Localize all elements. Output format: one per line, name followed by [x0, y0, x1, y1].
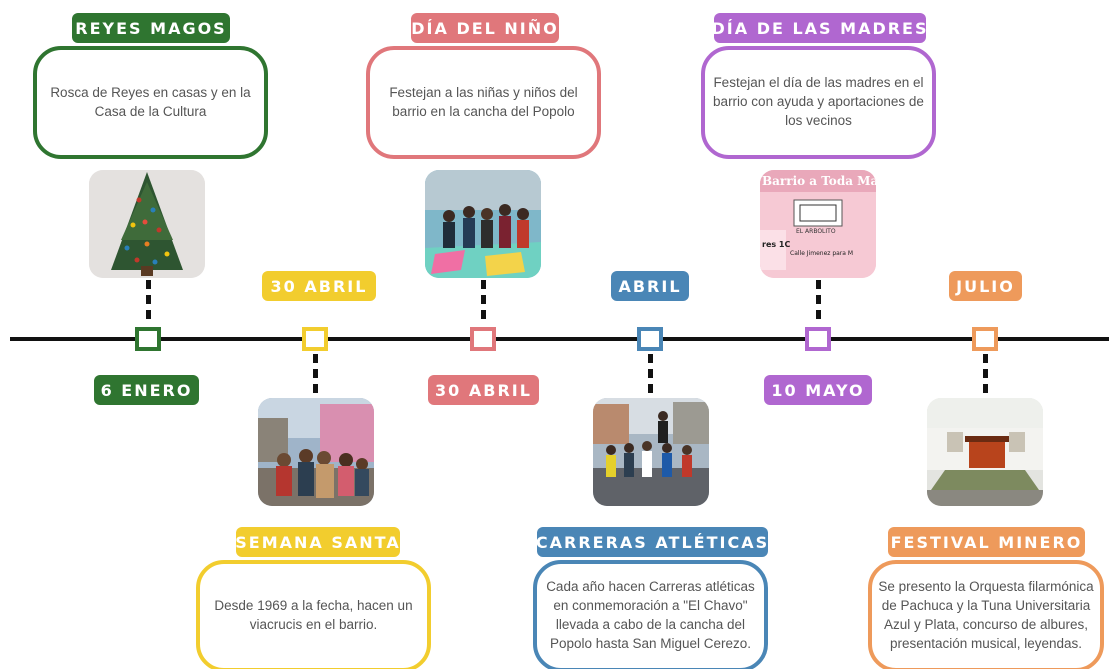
timeline-node-semana: [302, 327, 328, 351]
event-description-nino: Festejan a las niñas y niños del barrio …: [389, 84, 578, 119]
timeline-node-madres: [805, 327, 831, 351]
event-description-semana: Desde 1969 a la fecha, hacen un viacruci…: [214, 598, 413, 632]
photo-athletic-race: [593, 398, 709, 506]
event-date-minero: JULIO: [949, 271, 1022, 301]
event-description-carreras: Cada año hacen Carreras atléticas en con…: [546, 579, 755, 651]
poster-org: EL ARBOLITO: [796, 228, 836, 235]
connector-minero: [983, 354, 988, 396]
event-title-madres: DÍA DE LAS MADRES: [712, 13, 927, 43]
event-date-madres: 10 MAYO: [764, 375, 872, 405]
timeline-axis: [10, 337, 1109, 341]
event-card-minero: Se presento la Orquesta filarmónica de P…: [868, 560, 1104, 669]
connector-reyes: [146, 280, 151, 324]
poster-footer: Calle Jimenez para M: [790, 250, 854, 257]
event-date-semana: 30 ABRIL: [262, 271, 376, 301]
event-card-semana: Desde 1969 a la fecha, hacen un viacruci…: [196, 560, 431, 669]
event-description-madres: Festejan el día de las madres en el barr…: [713, 75, 924, 128]
connector-semana: [313, 354, 318, 396]
event-card-reyes: Rosca de Reyes en casas y en la Casa de …: [33, 46, 268, 159]
connector-nino: [481, 280, 486, 324]
event-title-reyes: REYES MAGOS: [72, 13, 230, 43]
connector-madres: [816, 280, 821, 324]
event-description-minero: Se presento la Orquesta filarmónica de P…: [878, 579, 1094, 651]
event-date-carreras: ABRIL: [611, 271, 689, 301]
photo-mothers-day-poster: Barrio a Toda Ma EL ARBOLITO res 1C Call…: [760, 170, 876, 278]
photo-christmas-tree: [89, 170, 205, 278]
event-title-carreras: CARRERAS ATLÉTICAS: [536, 527, 768, 557]
event-card-madres: Festejan el día de las madres en el barr…: [701, 46, 936, 159]
timeline-node-reyes: [135, 327, 161, 351]
event-date-reyes: 6 ENERO: [94, 375, 199, 405]
photo-mining-monument: [927, 398, 1043, 506]
timeline-node-minero: [972, 327, 998, 351]
timeline-node-carreras: [637, 327, 663, 351]
event-title-semana: SEMANA SANTA: [235, 527, 400, 557]
event-card-carreras: Cada año hacen Carreras atléticas en con…: [533, 560, 768, 669]
event-card-nino: Festejan a las niñas y niños del barrio …: [366, 46, 601, 159]
event-title-nino: DÍA DEL NIÑO: [411, 13, 559, 43]
timeline-node-nino: [470, 327, 496, 351]
photo-children-party: [425, 170, 541, 278]
poster-heading: Barrio a Toda Ma: [762, 174, 876, 188]
event-date-nino: 30 ABRIL: [428, 375, 539, 405]
photo-procession: [258, 398, 374, 506]
event-description-reyes: Rosca de Reyes en casas y en la Casa de …: [50, 84, 251, 119]
connector-carreras: [648, 354, 653, 396]
event-title-minero: FESTIVAL MINERO: [888, 527, 1085, 557]
poster-side: res 1C: [762, 240, 791, 249]
